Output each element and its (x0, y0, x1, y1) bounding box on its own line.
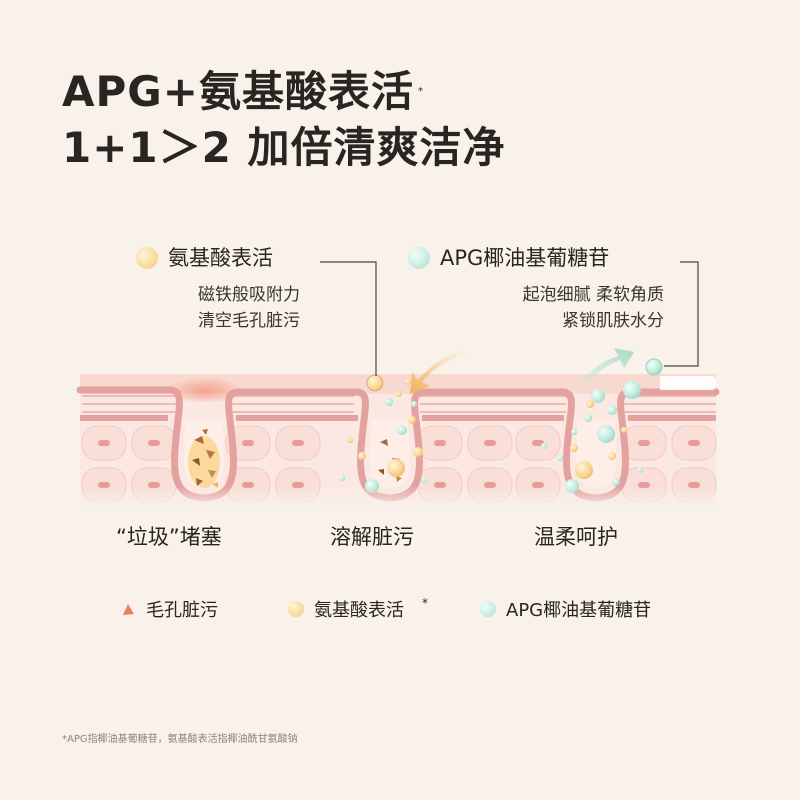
apg-callout-line2: 紧锁肌肤水分 (562, 311, 664, 331)
amino-dot-icon (136, 247, 158, 269)
legend-apg-label: APG椰油基葡糖苷 (506, 600, 652, 621)
amino-callout-line1: 磁铁般吸附力 (198, 285, 300, 305)
amino-inflow-arrow (410, 350, 466, 394)
legend-item-apg: APG椰油基葡糖苷 (480, 596, 651, 622)
amino-callout-title-text: 氨基酸表活 (168, 246, 273, 270)
apg-callout-title-text: APG椰油基葡糖苷 (440, 246, 610, 270)
apg-outflow-arrow (574, 348, 634, 394)
headline-line1: APG+氨基酸表活* (62, 66, 424, 118)
apg-leader-line (664, 261, 699, 367)
legend-dirt-label: 毛孔脏污 (146, 600, 218, 621)
legend-item-dirt: 毛孔脏污 (120, 596, 218, 622)
headline-asterisk: * (417, 86, 424, 97)
skin-surface-layers (82, 395, 716, 413)
apg-callout-line1: 起泡细腻 柔软角质 (522, 285, 664, 305)
apg-dot-icon (408, 247, 430, 269)
apg-callout-title: APG椰油基葡糖苷 (408, 244, 609, 272)
stage-label-clogged: “垃圾”堵塞 (116, 525, 222, 549)
inflammation-glow (165, 374, 245, 402)
legend-amino-asterisk: * (422, 596, 428, 610)
legend: 毛孔脏污 氨基酸表活 * APG椰油基葡糖苷 (120, 596, 720, 624)
amino-callout-line2: 清空毛孔脏污 (198, 311, 300, 331)
amino-callout-title: 氨基酸表活 (136, 244, 273, 272)
footnote: *APG指椰油基葡糖苷，氨基酸表活指椰油酰甘氨酸钠 (62, 734, 298, 745)
headline-line1-text: APG+氨基酸表活 (62, 67, 414, 116)
stage-label-care: 温柔呵护 (534, 525, 618, 549)
apg-legend-icon (480, 601, 496, 617)
amino-particles (347, 374, 627, 479)
amino-leader-line (320, 261, 377, 376)
amino-legend-icon (288, 601, 304, 617)
stage-label-dissolve: 溶解脏污 (330, 525, 414, 549)
dirt-icon (123, 604, 134, 615)
headline-line2: 1+1＞2 加倍清爽洁净 (62, 123, 506, 172)
legend-amino-label: 氨基酸表活 (314, 600, 404, 621)
legend-item-amino: 氨基酸表活 * (288, 596, 428, 622)
